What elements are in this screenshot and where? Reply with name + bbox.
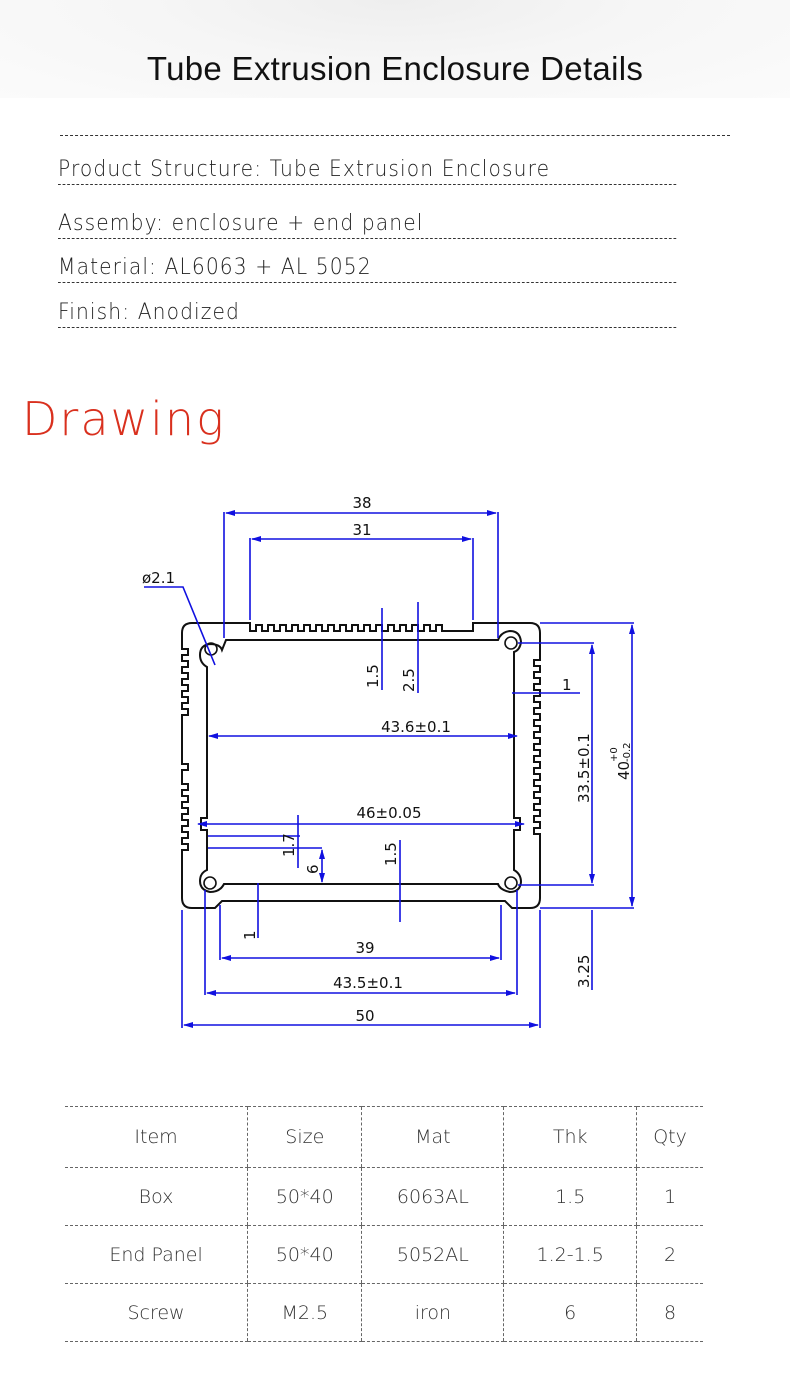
screw-hole-top-right xyxy=(504,636,518,650)
header-size: Size xyxy=(247,1106,362,1168)
screw-hole-bottom-right xyxy=(504,876,518,890)
label-inner-width: 43.6±0.1 xyxy=(381,718,451,736)
page-title: Tube Extrusion Enclosure Details xyxy=(146,50,644,87)
cell-size: M2.5 xyxy=(247,1283,362,1342)
label-bottom-wall: 1.5 xyxy=(382,842,400,866)
label-top-inner: 31 xyxy=(352,521,371,539)
label-top-outer: 38 xyxy=(352,494,371,512)
label-top-wall: 1.5 xyxy=(364,664,382,688)
cell-thk: 1.2-1.5 xyxy=(503,1225,637,1284)
header-item: Item xyxy=(65,1106,248,1168)
label-outer-height-tol-lower: -0.2 xyxy=(622,742,633,762)
label-outer-height: 40 xyxy=(615,761,633,780)
cell-qty: 8 xyxy=(636,1283,703,1342)
cell-mat: iron xyxy=(361,1283,504,1342)
label-hole-spacing: 43.5±0.1 xyxy=(333,974,403,992)
profile-inner-outline xyxy=(198,629,523,894)
table-row: Screw M2.5 iron 6 8 xyxy=(65,1283,703,1342)
screw-hole-bottom-left xyxy=(203,876,217,890)
cell-size: 50*40 xyxy=(247,1225,362,1284)
cell-item: End Panel xyxy=(65,1225,248,1284)
header-mat: Mat xyxy=(361,1106,504,1168)
table-row: Box 50*40 6063AL 1.5 1 xyxy=(65,1167,703,1226)
label-slot-offset: 6 xyxy=(304,864,322,874)
label-outer-width: 50 xyxy=(355,1007,374,1025)
label-hole-diameter: ø2.1 xyxy=(142,569,175,587)
technical-drawing: 38 31 ø2.1 1.5 2.5 1 43.6±0.1 46±0.05 1.… xyxy=(142,494,635,1028)
label-hole-edge-offset: 3.25 xyxy=(575,955,593,988)
header-thk: Thk xyxy=(503,1106,637,1168)
bom-table: Item Size Mat Thk Qty Box 50*40 6063AL 1… xyxy=(65,1106,703,1342)
dimension-lines xyxy=(144,510,635,1028)
cell-qty: 2 xyxy=(636,1225,703,1284)
header-qty: Qty xyxy=(636,1106,703,1168)
label-outer-height-tol-upper: +0 xyxy=(609,747,620,762)
table-header-row: Item Size Mat Thk Qty xyxy=(65,1106,703,1168)
drawing-heading: Drawing xyxy=(22,392,226,446)
cell-item: Box xyxy=(65,1167,248,1226)
spec-product-structure: Product Structure: Tube Extrusion Enclos… xyxy=(58,156,677,185)
label-slot-width: 46±0.05 xyxy=(356,804,421,822)
label-slot-height: 1.7 xyxy=(280,833,298,857)
label-bottom-step: 1 xyxy=(241,930,259,940)
cell-thk: 1.5 xyxy=(503,1167,637,1226)
table-row: End Panel 50*40 5052AL 1.2-1.5 2 xyxy=(65,1225,703,1284)
cell-thk: 6 xyxy=(503,1283,637,1342)
enclosure-profile xyxy=(181,622,541,909)
spec-material: Material: AL6063 + AL 5052 xyxy=(58,254,677,283)
label-inner-height: 33.5±0.1 xyxy=(575,733,593,803)
label-top-fin: 2.5 xyxy=(400,668,418,692)
leader-hole xyxy=(144,586,216,666)
label-foot-width: 39 xyxy=(355,939,374,957)
spec-assembly: Assemby: enclosure + end panel xyxy=(58,210,677,239)
cell-qty: 1 xyxy=(636,1167,703,1226)
cell-mat: 6063AL xyxy=(361,1167,504,1226)
header-band xyxy=(0,0,790,98)
cell-mat: 5052AL xyxy=(361,1225,504,1284)
cell-item: Screw xyxy=(65,1283,248,1342)
dimension-labels: 38 31 ø2.1 1.5 2.5 1 43.6±0.1 46±0.05 1.… xyxy=(142,494,633,1025)
profile-outer-outline xyxy=(181,622,541,909)
spec-divider xyxy=(60,135,730,136)
cell-size: 50*40 xyxy=(247,1167,362,1226)
spec-finish: Finish: Anodized xyxy=(58,299,677,328)
label-side-fin: 1 xyxy=(562,676,572,694)
